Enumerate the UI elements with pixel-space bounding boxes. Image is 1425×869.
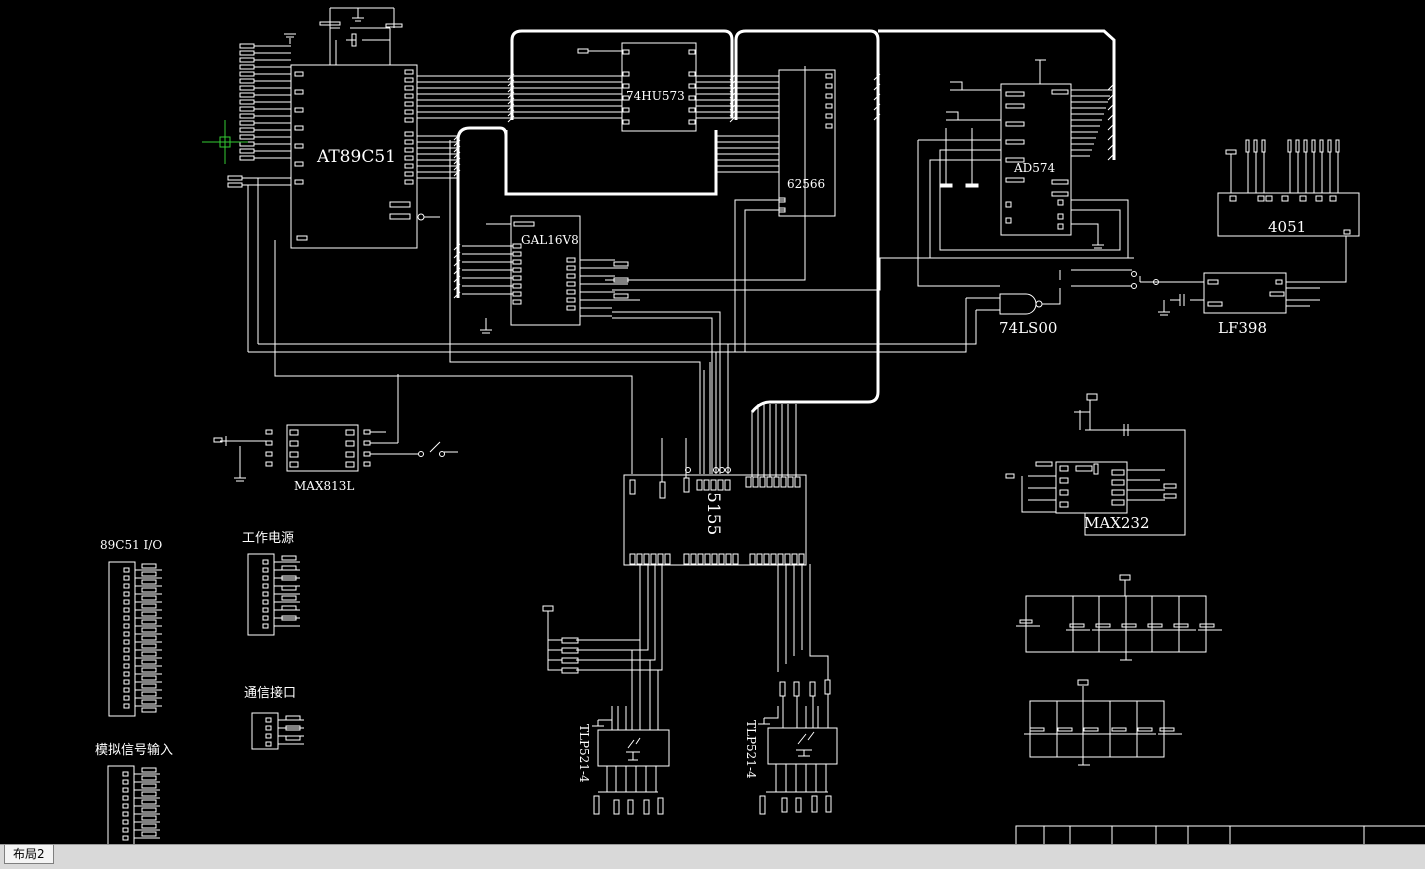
tlp521-left-label: TLP521-4 (577, 724, 591, 783)
ad574-label: AD574 (1013, 161, 1056, 175)
comm-connector-body[interactable] (251, 712, 279, 750)
hu573-body[interactable] (621, 42, 697, 132)
schematic: AT89C51 74HU573 62566 AD574 4051 GAL16V8… (95, 7, 1425, 844)
io-connector-body[interactable] (108, 561, 136, 717)
ls00-gate[interactable] (999, 293, 1037, 315)
ls00-label: 74LS00 (999, 319, 1057, 337)
max813l-label: MAX813L (294, 479, 354, 493)
max813l-body[interactable] (286, 424, 359, 472)
power-connector-label: 工作电源 (242, 531, 294, 546)
ram62566-body[interactable] (778, 69, 836, 217)
tlp521-right-body[interactable] (767, 727, 838, 765)
gal-left-pins (512, 243, 576, 311)
lf398-body[interactable] (1203, 272, 1287, 314)
at89c51-body[interactable] (290, 64, 418, 249)
lf398-label: LF398 (1218, 319, 1267, 337)
chip5155-body[interactable] (623, 474, 807, 566)
gal16v8-label: GAL16V8 (521, 233, 579, 247)
tlp521-left-body[interactable] (597, 729, 670, 767)
drawing-canvas[interactable]: AT89C51 74HU573 62566 AD574 4051 GAL16V8… (0, 0, 1425, 844)
tlp521-right-label: TLP521-4 (744, 720, 758, 779)
crosshair-cursor (202, 120, 248, 164)
ram62566-label: 62566 (787, 177, 825, 191)
io-connector-label: 89C51 I/O (100, 538, 162, 552)
power-connector-body[interactable] (247, 553, 275, 636)
mux4051-label: 4051 (1268, 218, 1306, 236)
at89c51-label: AT89C51 (316, 147, 396, 167)
max232-label: MAX232 (1084, 514, 1150, 532)
comm-connector-label: 通信接口 (244, 685, 296, 701)
hu573-label: 74HU573 (626, 89, 685, 103)
mux4051-body[interactable] (1217, 192, 1360, 237)
analog-connector-label: 模拟信号输入 (95, 742, 173, 758)
chip5155-bottom-pins (629, 553, 805, 565)
title-block (1015, 825, 1425, 844)
at89c51-pin-pads (294, 69, 414, 241)
ad574-body[interactable] (1000, 83, 1072, 236)
io-connector-pins (123, 563, 157, 713)
analog-connector-body[interactable] (107, 765, 135, 844)
chip5155-label: 5155 (703, 492, 723, 535)
at89c51-left-pins (227, 43, 255, 188)
tab-layout2[interactable]: 布局2 (4, 845, 54, 864)
chip5155-top-pins (629, 476, 801, 499)
cap-array-1 (1016, 574, 1222, 661)
layout-tab-bar: 布局2 (0, 844, 1425, 869)
cap-array-2 (1024, 679, 1182, 766)
